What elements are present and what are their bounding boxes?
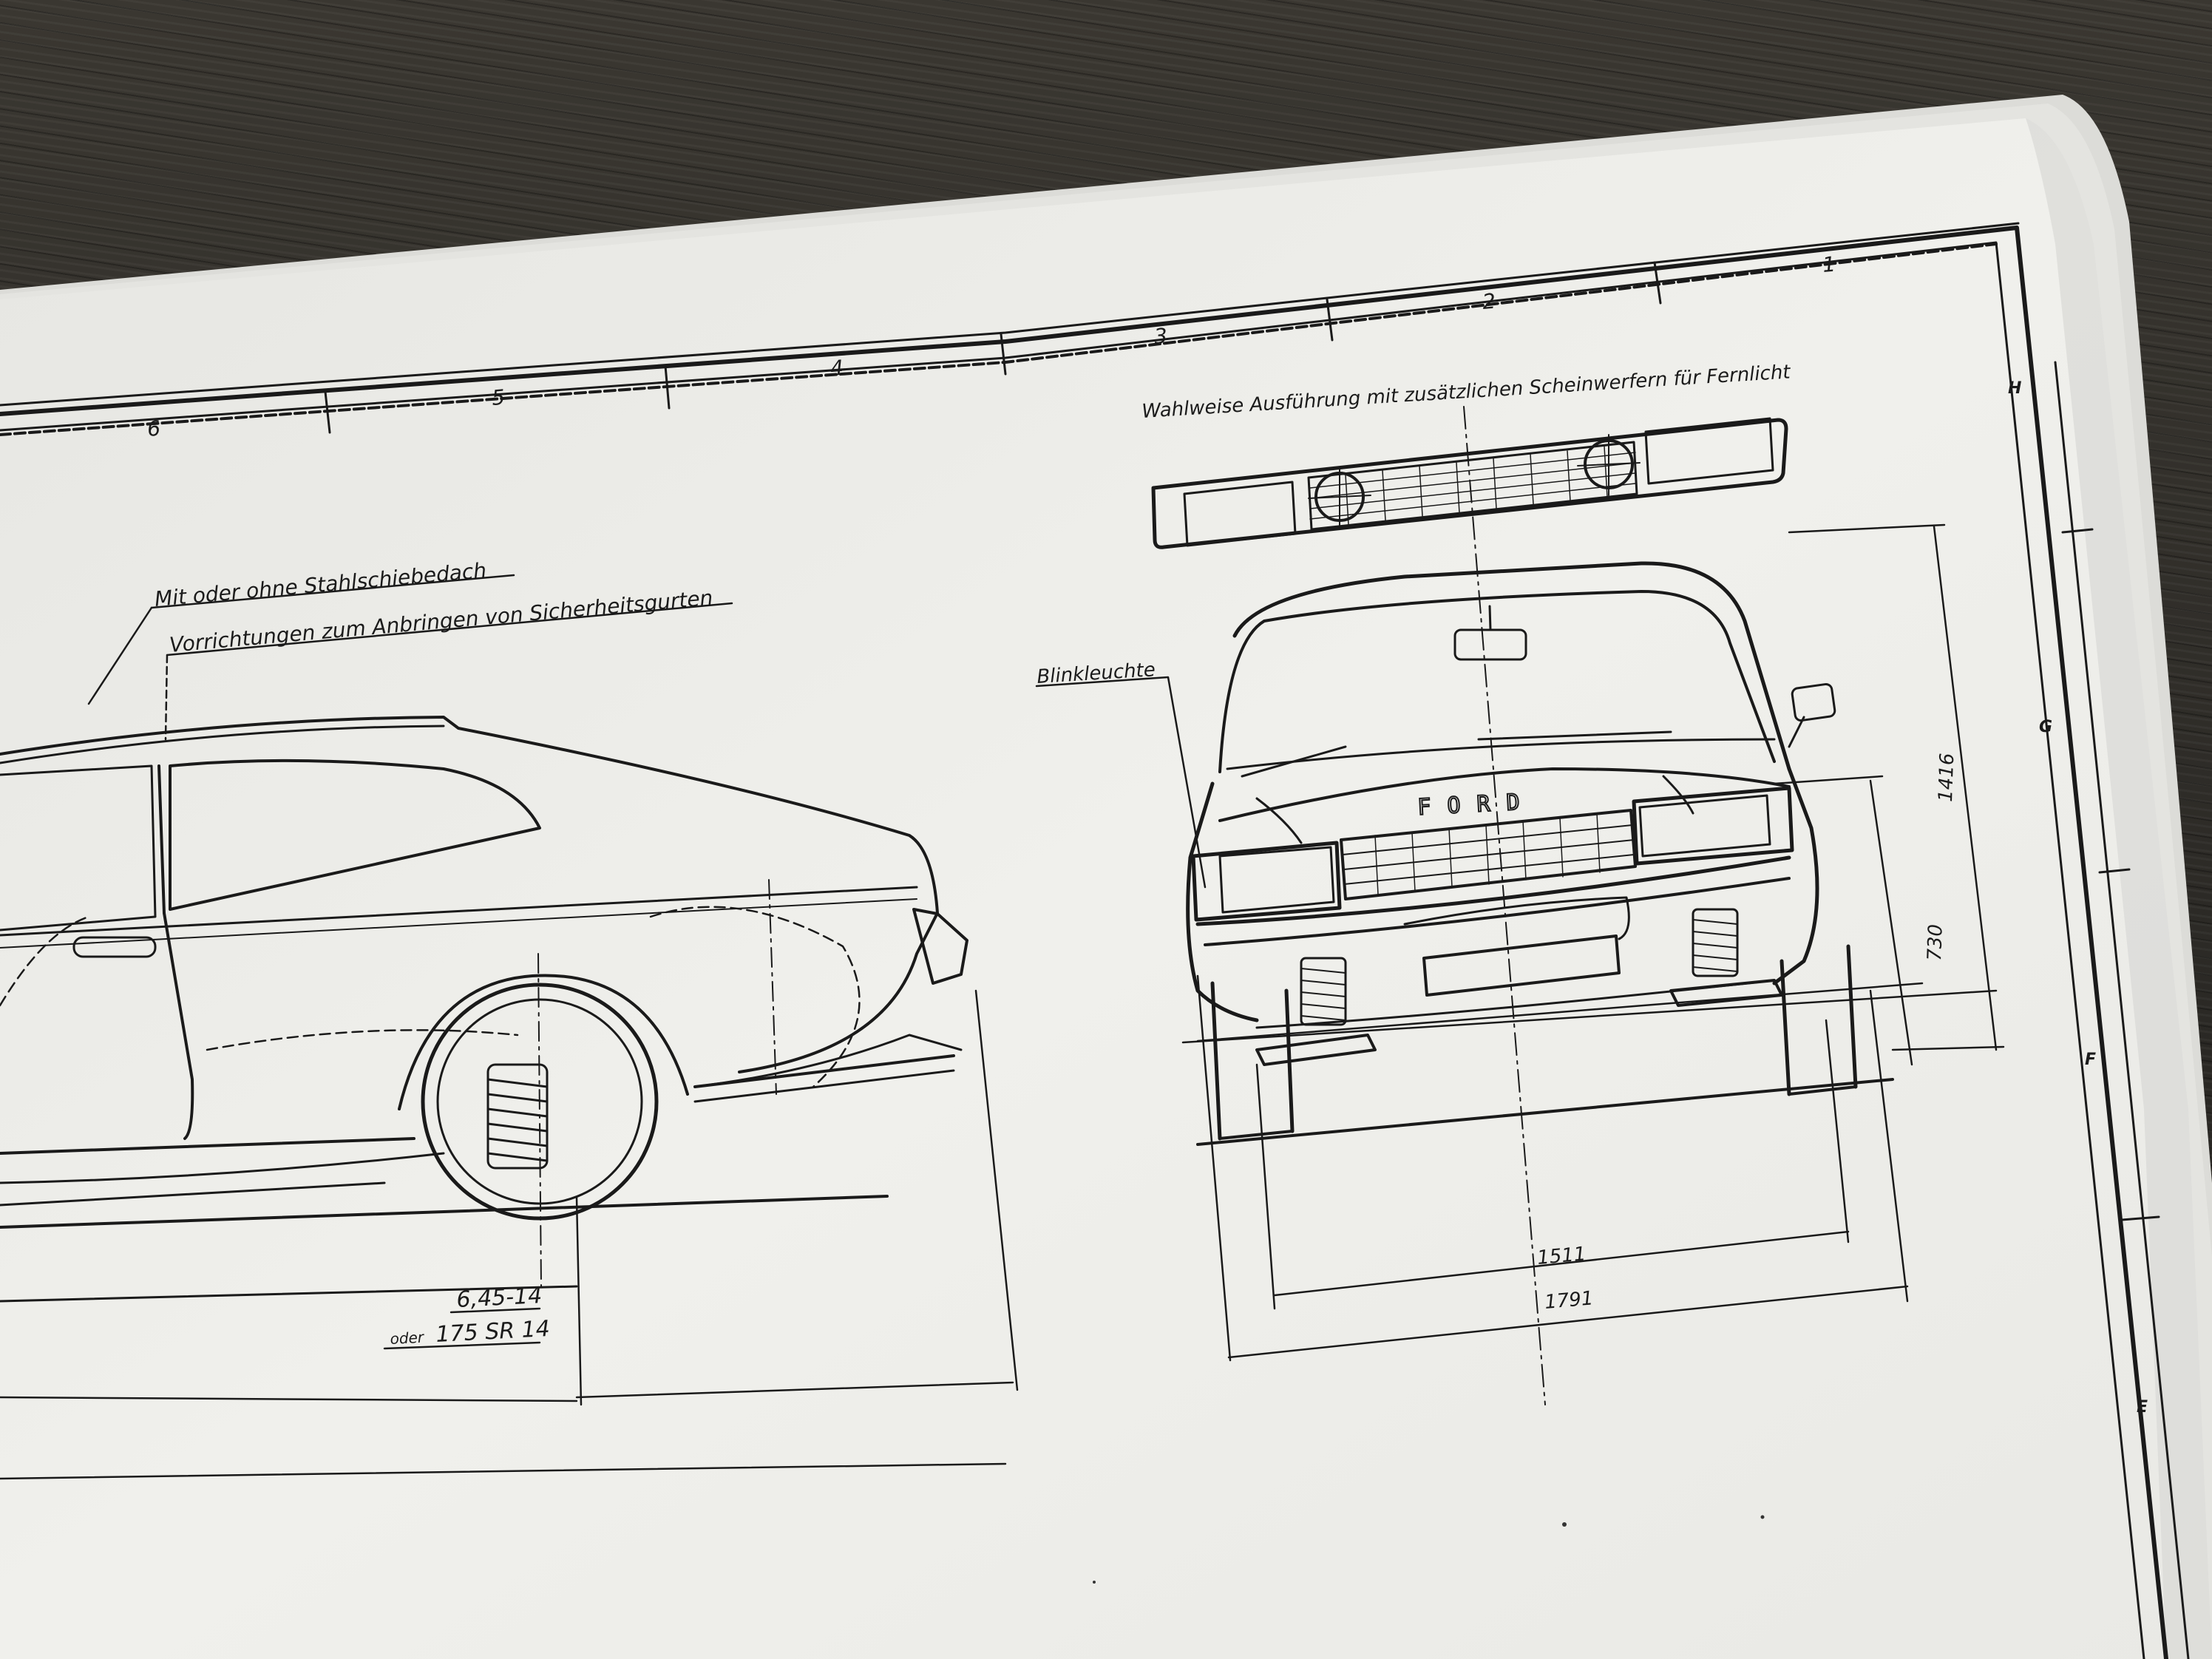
dim-track: 1511 bbox=[1536, 1243, 1587, 1269]
dim-height: 1416 bbox=[1935, 753, 1958, 802]
paper-curl-shadow bbox=[2026, 118, 2212, 1659]
paper-sheet bbox=[0, 118, 2212, 1659]
zone-E: E bbox=[2137, 1398, 2148, 1417]
dim-width: 1791 bbox=[1544, 1287, 1595, 1314]
grille-detail bbox=[1151, 417, 1788, 549]
zone-labels-top: 6 5 4 3 2 1 bbox=[146, 252, 1837, 441]
zone-6: 6 bbox=[146, 416, 162, 441]
dim-height-mid: 730 bbox=[1924, 924, 1947, 962]
zone-4: 4 bbox=[830, 356, 845, 381]
zone-labels-right: H G F E bbox=[2008, 379, 2148, 1417]
zone-1: 1 bbox=[1822, 252, 1837, 277]
grille-mesh bbox=[1309, 446, 1636, 526]
zone-F: F bbox=[2085, 1051, 2096, 1069]
zone-H: H bbox=[2008, 379, 2021, 398]
zone-3: 3 bbox=[1153, 324, 1169, 349]
label-tire-or: oder bbox=[390, 1329, 425, 1348]
paper-speckles bbox=[1093, 1515, 1765, 1584]
label-tire-primary: 6,45-14 bbox=[456, 1283, 543, 1313]
zone-2: 2 bbox=[1482, 289, 1497, 314]
drawing-frame bbox=[0, 222, 2190, 1659]
front-grille-mesh bbox=[1342, 812, 1635, 895]
zone-G: G bbox=[2039, 718, 2052, 736]
zone-5: 5 bbox=[491, 385, 506, 410]
front-springs bbox=[1300, 908, 1739, 1026]
rear-spring bbox=[486, 1063, 549, 1170]
